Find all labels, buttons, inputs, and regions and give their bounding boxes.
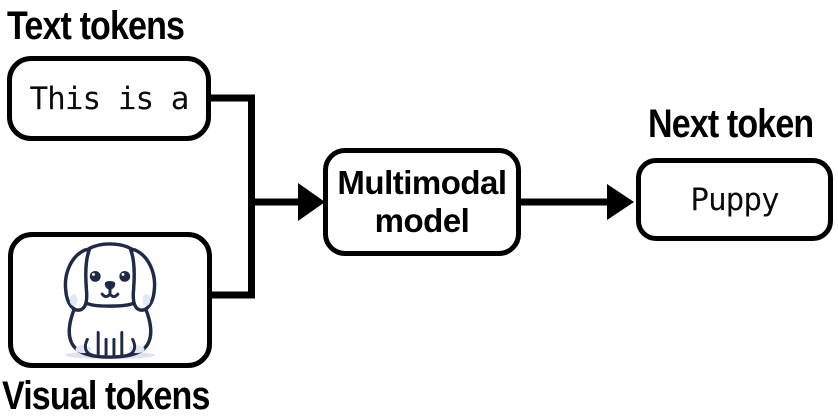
merge-connector-line [207, 94, 255, 299]
puppy-icon [63, 242, 157, 360]
visual-tokens-label: Visual tokens [2, 374, 210, 418]
text-tokens-value: This is a [29, 80, 190, 117]
next-token-box: Puppy [636, 158, 833, 241]
next-token-value: Puppy [690, 181, 779, 218]
arrowhead-to-output-icon [607, 184, 634, 220]
next-token-label: Next token [648, 102, 814, 146]
text-tokens-box: This is a [7, 56, 211, 141]
text-tokens-label: Text tokens [7, 4, 185, 48]
arrowhead-to-model-icon [298, 183, 325, 221]
visual-tokens-box [8, 232, 212, 368]
multimodal-model-box: Multimodal model [323, 148, 521, 256]
multimodal-model-label: Multimodal model [337, 164, 507, 239]
